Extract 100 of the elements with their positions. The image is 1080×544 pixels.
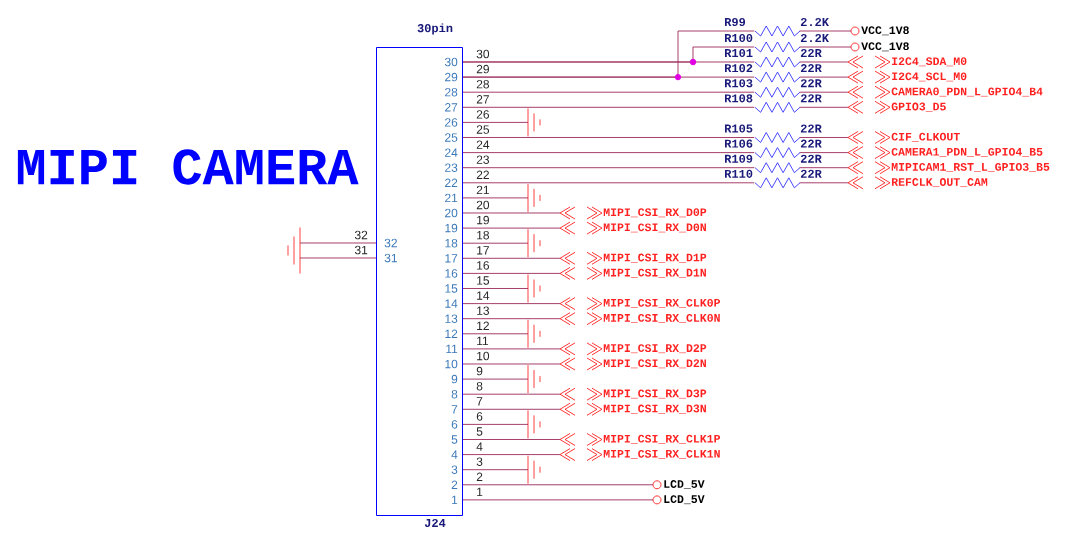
wire-number: 1 bbox=[477, 487, 483, 496]
pin-number: 6 bbox=[451, 420, 458, 429]
pin-number: 5 bbox=[451, 435, 458, 444]
wire-number: 3 bbox=[476, 457, 483, 466]
wire-number: 4 bbox=[476, 442, 483, 451]
node-label: VCC_1V8 bbox=[861, 42, 909, 52]
ground-symbol bbox=[527, 183, 541, 213]
pin-number: 19 bbox=[445, 223, 458, 233]
off-page-connector: MIPI_CSI_RX_D2P bbox=[559, 342, 707, 356]
off-page-connector: MIPI_CSI_RX_D2N bbox=[559, 357, 706, 371]
pin-number: 9 bbox=[451, 374, 458, 384]
ground-symbol bbox=[527, 319, 541, 349]
reference-designator: R101 bbox=[725, 48, 753, 58]
wire-number: 14 bbox=[477, 291, 490, 300]
ground-symbol bbox=[527, 274, 541, 303]
pin-number: 8 bbox=[451, 389, 458, 399]
off-page-connector: MIPI_CSI_RX_CLK0P bbox=[559, 297, 720, 311]
reference-designator: R105 bbox=[725, 124, 753, 133]
off-page-connector: MIPI_CSI_RX_CLK1N bbox=[559, 448, 720, 462]
wire-number: 26 bbox=[476, 110, 490, 119]
wire-number: 15 bbox=[477, 276, 490, 285]
reference-designator: R108 bbox=[725, 94, 753, 103]
off-page-connector: CIF_CLKOUT bbox=[847, 131, 960, 144]
reference-designator: R106 bbox=[725, 139, 753, 148]
wire-number: 20 bbox=[476, 200, 490, 210]
wire-number: 22 bbox=[476, 170, 489, 179]
title: MIPI CAMERA bbox=[17, 149, 359, 185]
off-page-connector: MIPI_CSI_RX_D1N bbox=[559, 266, 706, 280]
pin-number: 28 bbox=[445, 87, 458, 97]
pin-number: 26 bbox=[445, 118, 458, 127]
ground-symbol bbox=[527, 409, 541, 439]
pin-number: 2 bbox=[451, 480, 458, 489]
pin-number: 15 bbox=[445, 284, 458, 293]
wire-number: 24 bbox=[476, 140, 490, 149]
wire-number: 21 bbox=[476, 185, 489, 195]
off-page-connector: REFCLK_OUT_CAM bbox=[847, 176, 988, 190]
wire-number: 30 bbox=[476, 49, 490, 59]
wire-number: 19 bbox=[477, 215, 489, 225]
reference-designator: J24 bbox=[424, 518, 446, 528]
wire-number: 17 bbox=[477, 246, 489, 255]
power-port: LCD_5V bbox=[652, 495, 705, 505]
resistor-value: 22R bbox=[800, 154, 822, 163]
pin-number: 17 bbox=[445, 254, 458, 263]
power-port: LCD_5V bbox=[652, 480, 705, 490]
ground-symbol bbox=[527, 455, 541, 485]
off-page-connector: MIPI_CSI_RX_D0N bbox=[559, 221, 706, 235]
pin-number: 32 bbox=[384, 238, 397, 248]
wire-number: 6 bbox=[476, 412, 483, 421]
pin-number: 23 bbox=[445, 163, 458, 172]
wire-number: 5 bbox=[476, 427, 483, 436]
connector-label: 30pin bbox=[417, 23, 453, 35]
wire-number: 16 bbox=[477, 261, 490, 270]
resistor-value: 22R bbox=[800, 94, 822, 103]
wire-number: 18 bbox=[477, 230, 490, 240]
pin-number: 30 bbox=[444, 57, 458, 67]
wire-number: 23 bbox=[476, 155, 490, 164]
pin-number: 12 bbox=[445, 329, 458, 338]
pin-number: 3 bbox=[451, 465, 458, 474]
resistor-value: 22R bbox=[800, 124, 822, 133]
off-page-connector: CAMERA0_PDN_L_GPIO4_B4 bbox=[847, 85, 1043, 99]
resistor-value: 22R bbox=[800, 79, 822, 88]
wire-number: 29 bbox=[476, 64, 489, 74]
wire-number: 13 bbox=[477, 306, 490, 315]
pin-number: 7 bbox=[451, 405, 458, 414]
pin-number: 29 bbox=[445, 72, 458, 82]
off-page-connector: CAMERA1_PDN_L_GPIO4_B5 bbox=[847, 146, 1043, 160]
pin-number: 21 bbox=[445, 193, 458, 203]
off-page-connector: MIPI_CSI_RX_D0P bbox=[559, 206, 707, 220]
wire-number: 31 bbox=[354, 245, 368, 255]
off-page-connector: MIPICAM1_RST_L_GPIO3_B5 bbox=[847, 161, 1050, 175]
wire-number: 32 bbox=[354, 230, 368, 240]
power-port: VCC_1V8 bbox=[850, 26, 909, 36]
node-label: LCD_5V bbox=[664, 495, 705, 505]
reference-designator: R100 bbox=[725, 33, 753, 43]
resistor-value: 2.2K bbox=[800, 33, 829, 42]
reference-designator: R102 bbox=[725, 64, 753, 73]
pin-number: 13 bbox=[445, 314, 458, 323]
power-port: VCC_1V8 bbox=[850, 42, 909, 52]
reference-designator: R110 bbox=[725, 169, 753, 178]
off-page-connector: MIPI_CSI_RX_D1P bbox=[559, 251, 707, 265]
ground-symbol bbox=[527, 107, 541, 137]
off-page-connector: GPIO3_D5 bbox=[847, 100, 946, 114]
pin-number: 27 bbox=[445, 103, 458, 112]
ground-symbol bbox=[527, 364, 541, 394]
pin-number: 4 bbox=[451, 450, 458, 459]
wire-number: 10 bbox=[477, 351, 490, 361]
reference-designator: R109 bbox=[725, 154, 753, 163]
off-page-connector: I2C4_SCL_M0 bbox=[847, 70, 967, 84]
off-page-connector: MIPI_CSI_RX_D3N bbox=[559, 402, 706, 416]
wire-number: 11 bbox=[477, 336, 489, 345]
pin-number: 10 bbox=[445, 359, 458, 369]
pin-number: 18 bbox=[445, 238, 458, 248]
pin-number: 14 bbox=[445, 299, 458, 308]
pin-number: 11 bbox=[446, 344, 458, 353]
off-page-connector: I2C4_SDA_M0 bbox=[847, 55, 967, 69]
ground-symbol bbox=[287, 227, 301, 274]
pin-number: 25 bbox=[445, 133, 458, 142]
pin-number: 22 bbox=[445, 178, 458, 187]
wire-number: 27 bbox=[476, 95, 489, 104]
wire-number: 28 bbox=[476, 79, 490, 89]
